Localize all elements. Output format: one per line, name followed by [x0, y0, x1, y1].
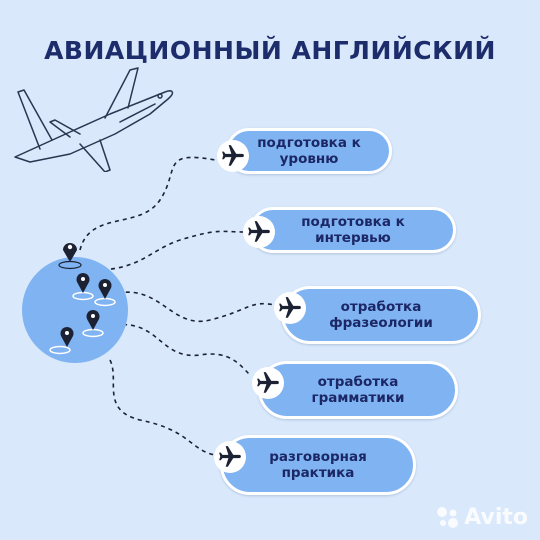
airplane-icon [252, 367, 284, 399]
watermark-text: Avito [464, 504, 528, 530]
airplane-icon [243, 216, 275, 248]
avito-watermark: Avito [434, 504, 528, 530]
avito-logo-icon [437, 507, 459, 528]
list-item: разговорная практика [220, 435, 416, 495]
page-title: АВИАЦИОННЫЙ АНГЛИЙСКИЙ [44, 36, 496, 65]
list-item: отработка фразеологии [281, 286, 481, 344]
airplane-icon [217, 140, 249, 172]
item-label: разговорная практика [269, 448, 367, 481]
airplane-illustration [14, 67, 174, 172]
list-item: подготовка к уровню [226, 128, 392, 174]
map-pin-icon [94, 279, 116, 307]
map-pin-icon [49, 327, 74, 355]
map-pin-icon [72, 273, 94, 301]
item-label: отработка фразеологии [329, 298, 433, 331]
map-pin-icon [58, 243, 82, 270]
airplane-icon [214, 441, 246, 473]
airplane-icon [274, 292, 306, 324]
item-label: отработка грамматики [311, 373, 405, 406]
map-pin-icon [82, 310, 104, 338]
list-item: отработка грамматики [258, 361, 458, 419]
item-label: подготовка к интервью [301, 213, 405, 246]
item-label: подготовка к уровню [257, 134, 361, 167]
list-item: подготовка к интервью [250, 207, 456, 253]
